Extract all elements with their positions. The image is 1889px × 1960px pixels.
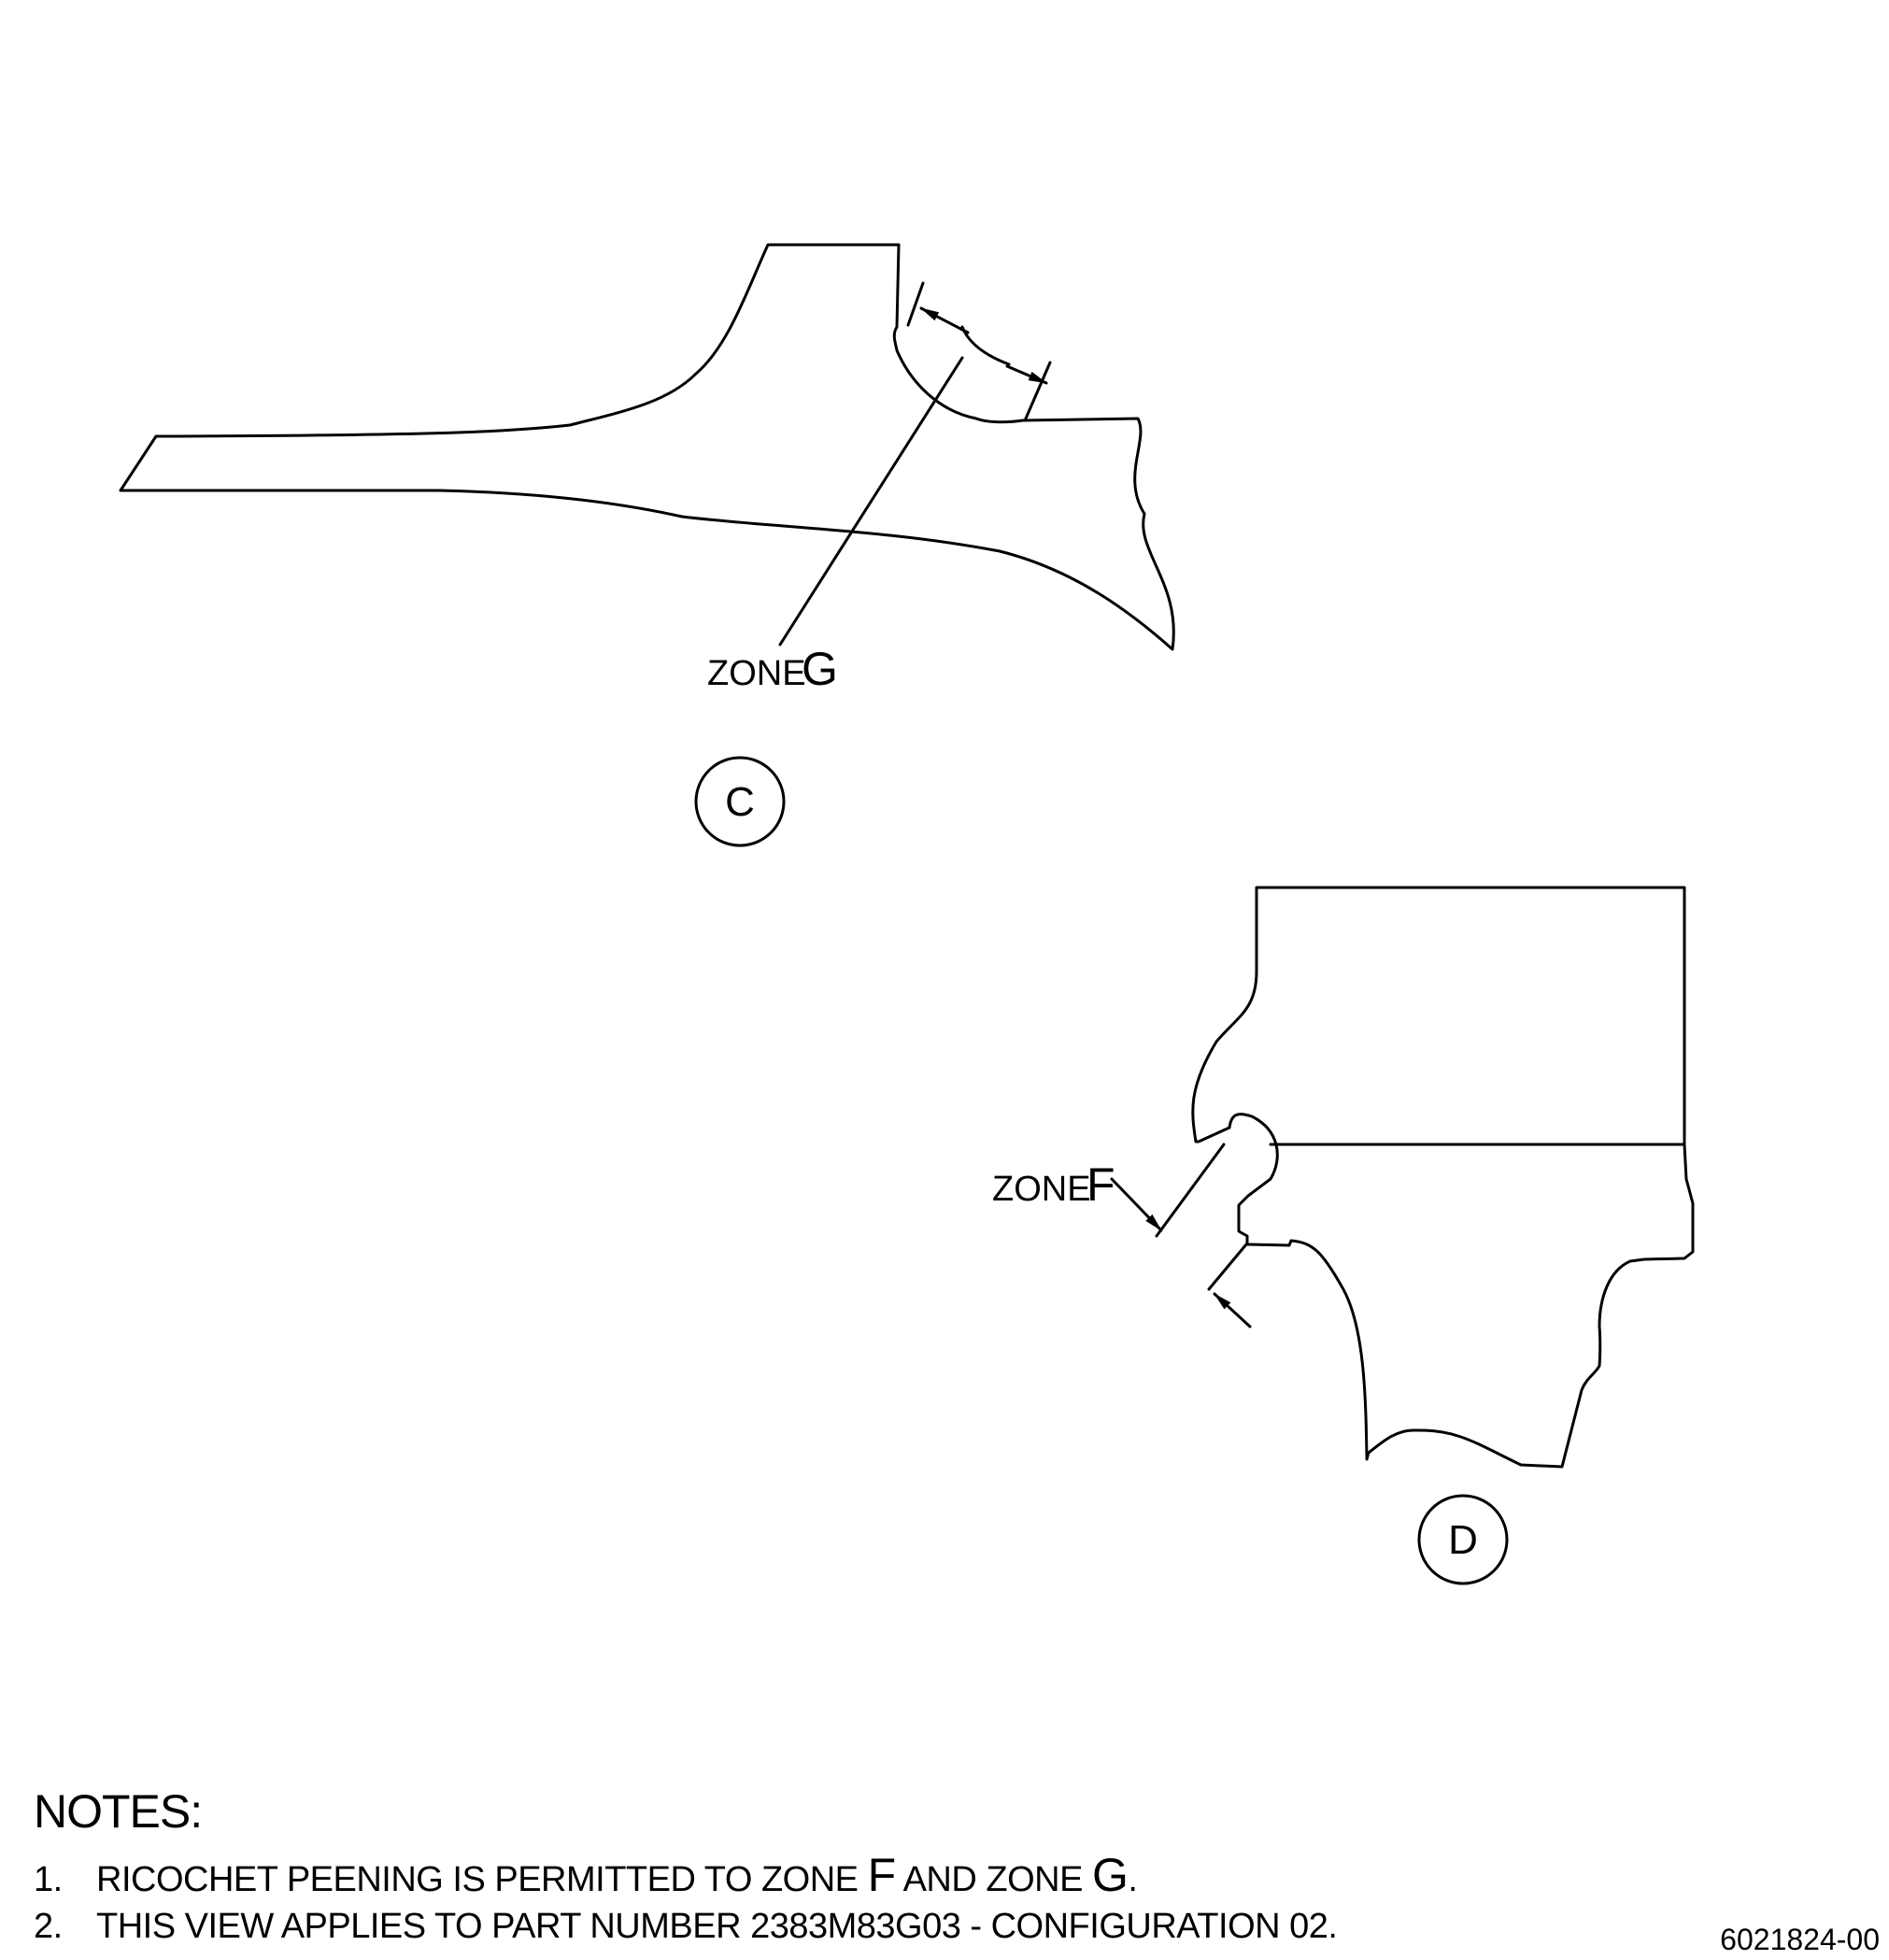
notes-section: NOTES: 1. RICOCHET PEENING IS PERMITTED T… — [34, 1784, 1622, 1950]
note-text: AND ZONE — [895, 1860, 1092, 1899]
zone-f-extent-tick-upper — [1155, 1143, 1226, 1238]
zone-g-label-letter: G — [802, 643, 838, 695]
zone-g-label-prefix: ZONE — [707, 654, 806, 693]
notes-title: NOTES: — [34, 1785, 203, 1838]
drawing-number: 6021824-00 — [1720, 1923, 1880, 1956]
view-d-callout-circle — [1417, 1494, 1509, 1585]
view-d-part-outline — [1191, 886, 1695, 1469]
zone-g-extent-tick-lower — [1024, 361, 1052, 420]
note-text: THIS VIEW APPLIES TO PART NUMBER 2383M83… — [96, 1907, 1338, 1946]
view-d-callout-label: D — [1448, 1517, 1478, 1563]
note-number: 1. — [34, 1860, 63, 1899]
zone-f-extent-tick-lower — [1207, 1243, 1248, 1291]
zone-f-label-letter: F — [1087, 1158, 1115, 1211]
note-item-2: 2. THIS VIEW APPLIES TO PART NUMBER 2383M… — [34, 1903, 1622, 1950]
view-c-part-outline — [119, 243, 1175, 651]
zone-f-label-prefix: ZONE — [992, 1170, 1091, 1209]
zone-g-arrowhead-lower — [1005, 364, 1048, 385]
zone-g-arrowhead-upper — [919, 306, 970, 334]
note-item-1: 1.RICOCHET PEENING IS PERMITTED TO ZONE … — [34, 1852, 1622, 1903]
view-c-callout-circle — [694, 756, 786, 847]
note-text: RICOCHET PEENING IS PERMITTED TO ZONE — [96, 1860, 868, 1899]
zone-g-leader-line — [778, 356, 964, 646]
note-zone-letter: F — [867, 1849, 897, 1901]
zone-f-arrow-lower — [1213, 1292, 1252, 1328]
note-number: 2. — [34, 1907, 63, 1946]
view-d: ZONE F D — [992, 886, 1695, 1585]
zone-g-extent-tick-upper — [906, 281, 925, 327]
zone-f-arrow-upper — [1110, 1177, 1163, 1232]
note-text: . — [1128, 1860, 1138, 1899]
view-c: ZONE G C — [119, 243, 1175, 847]
note-zone-letter: G — [1091, 1849, 1129, 1901]
view-c-callout-label: C — [725, 779, 755, 825]
